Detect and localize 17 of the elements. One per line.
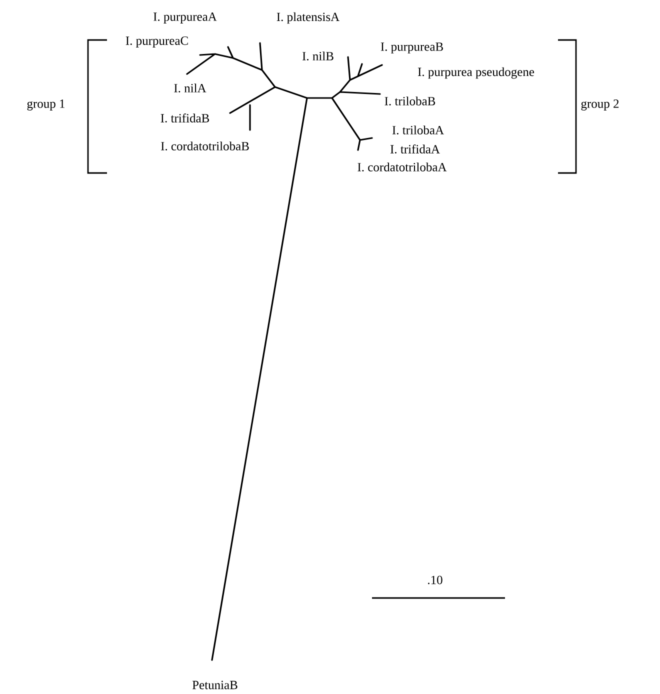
species-label: I. trifidaB xyxy=(160,114,210,122)
species-label: I. cordatotrilobaA xyxy=(358,162,447,172)
species-label: I. purpurea pseudogene xyxy=(418,67,534,79)
species-label: I. trilobaA xyxy=(392,126,444,134)
species-label: I. trifidaA xyxy=(390,144,440,154)
species-label: I. purpureaA xyxy=(154,12,217,24)
species-label: I. purpureaB xyxy=(380,42,443,54)
scale-label: .10 xyxy=(428,576,442,584)
species-label: I. trilobaB xyxy=(384,96,436,106)
species-label: I. nilA xyxy=(174,84,206,92)
species-label: I. purpureaC xyxy=(126,36,188,48)
group-label: group 1 xyxy=(27,100,65,110)
species-label: PetuniaB xyxy=(192,680,238,690)
species-label: I. cordatotrilobaB xyxy=(161,142,249,150)
species-label: I. nilB xyxy=(302,52,334,60)
species-label: I. platensisA xyxy=(276,12,340,24)
group-label: group 2 xyxy=(581,100,619,110)
